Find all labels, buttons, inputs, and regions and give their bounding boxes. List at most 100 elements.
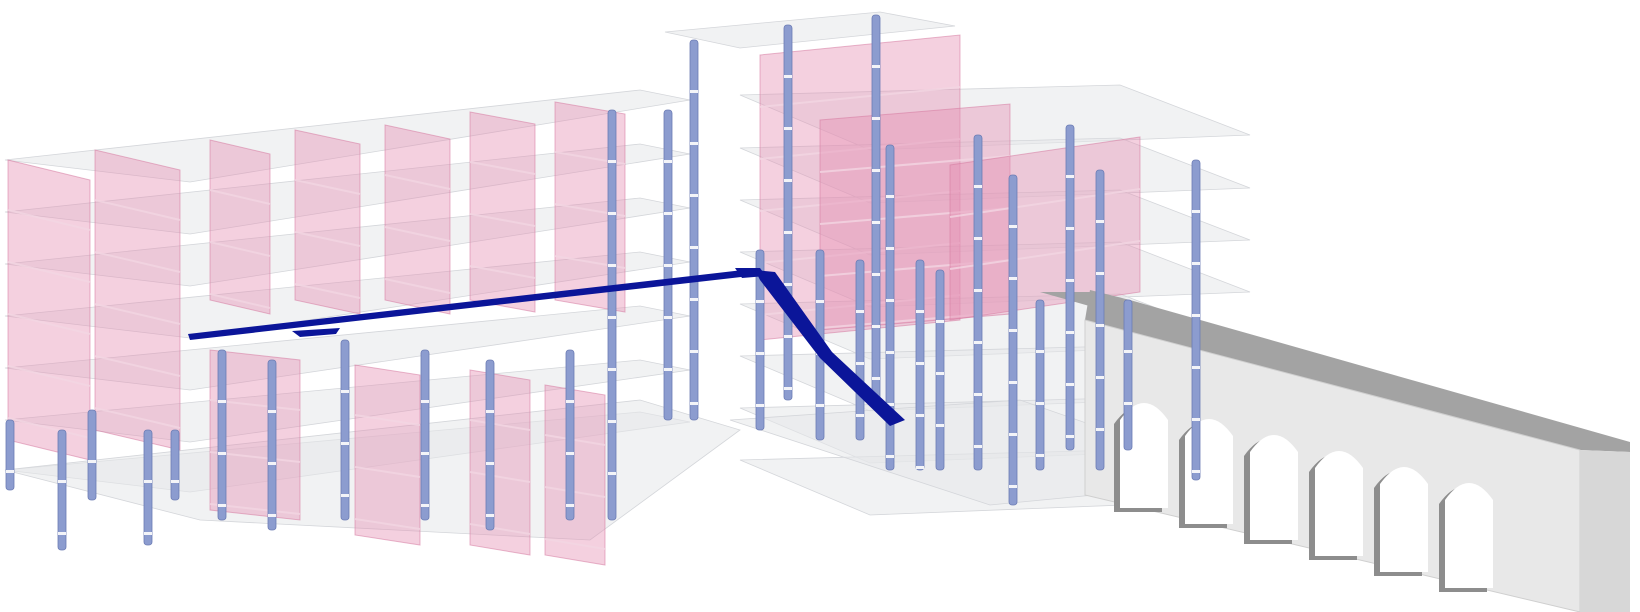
column-joint bbox=[856, 414, 864, 417]
wall-floor-line bbox=[469, 419, 531, 431]
column-joint bbox=[1096, 220, 1104, 223]
column-joint bbox=[974, 393, 982, 396]
column-joint bbox=[974, 445, 982, 448]
column bbox=[1191, 159, 1201, 481]
wall-floor-line bbox=[7, 261, 91, 283]
column-joint bbox=[872, 325, 880, 328]
column-joint bbox=[218, 504, 226, 507]
wall-floor-line bbox=[94, 355, 181, 377]
wall-floor-line bbox=[7, 417, 91, 439]
column bbox=[87, 409, 97, 501]
column bbox=[143, 429, 153, 546]
column-joint bbox=[218, 452, 226, 455]
column-joint bbox=[1036, 402, 1044, 405]
shear-wall bbox=[469, 369, 531, 556]
column-joint bbox=[608, 420, 616, 423]
column bbox=[340, 339, 350, 521]
column-joint bbox=[856, 362, 864, 365]
shear-wall bbox=[209, 139, 271, 315]
column-joint bbox=[58, 480, 66, 483]
column-joint bbox=[144, 532, 152, 535]
column-joint bbox=[756, 300, 764, 303]
column-joint bbox=[268, 410, 276, 413]
column-joint bbox=[608, 368, 616, 371]
shear-wall bbox=[384, 124, 451, 315]
column-joint bbox=[566, 452, 574, 455]
wall-floor-line bbox=[7, 313, 91, 335]
column-joint bbox=[1096, 428, 1104, 431]
column-joint bbox=[268, 514, 276, 517]
column-joint bbox=[171, 480, 179, 483]
column bbox=[1008, 174, 1018, 506]
column-joint bbox=[1066, 175, 1074, 178]
wall-floor-line bbox=[469, 265, 536, 279]
column bbox=[973, 134, 983, 471]
column-joint bbox=[608, 264, 616, 267]
column bbox=[607, 109, 617, 521]
column-joint bbox=[916, 362, 924, 365]
wall-floor-line bbox=[544, 486, 606, 498]
column-joint bbox=[144, 480, 152, 483]
wall-floor-line bbox=[759, 242, 961, 264]
wall-floor-line bbox=[94, 199, 181, 221]
column-joint bbox=[268, 462, 276, 465]
column-joint bbox=[690, 298, 698, 301]
floor-slab bbox=[739, 84, 1251, 151]
column-joint bbox=[974, 289, 982, 292]
column-joint bbox=[690, 350, 698, 353]
column-joint bbox=[664, 368, 672, 371]
column bbox=[855, 259, 865, 441]
column-joint bbox=[886, 403, 894, 406]
wall-floor-line bbox=[384, 278, 451, 294]
transfer-beams bbox=[188, 268, 905, 426]
column bbox=[267, 359, 277, 531]
column-joint bbox=[916, 466, 924, 469]
column-joint bbox=[784, 283, 792, 286]
column-joint bbox=[1192, 314, 1200, 317]
column-joint bbox=[690, 194, 698, 197]
column-joint bbox=[936, 320, 944, 323]
column-joint bbox=[1009, 381, 1017, 384]
column-joint bbox=[872, 377, 880, 380]
column-joint bbox=[486, 462, 494, 465]
transfer-beam-branch bbox=[292, 328, 340, 337]
column-joint bbox=[690, 402, 698, 405]
column-joint bbox=[690, 142, 698, 145]
column-joint bbox=[886, 299, 894, 302]
column-joint bbox=[1066, 383, 1074, 386]
arch-opening bbox=[1380, 467, 1428, 572]
column-joint bbox=[1009, 225, 1017, 228]
column-joint bbox=[341, 442, 349, 445]
column-joint bbox=[1036, 350, 1044, 353]
column-joint bbox=[664, 212, 672, 215]
column-joint bbox=[886, 455, 894, 458]
wall-floor-line bbox=[354, 414, 421, 426]
column-joint bbox=[872, 169, 880, 172]
transfer-beam-long bbox=[188, 270, 750, 340]
column-joint bbox=[1192, 262, 1200, 265]
column-joint bbox=[886, 351, 894, 354]
column-joint bbox=[886, 247, 894, 250]
wall-floor-line bbox=[7, 365, 91, 387]
wall-floor-line bbox=[759, 190, 961, 212]
column-joint bbox=[421, 452, 429, 455]
transfer-beam-diagonal bbox=[755, 270, 905, 426]
shear-wall bbox=[544, 384, 606, 566]
column-joint bbox=[1066, 435, 1074, 438]
wall-floor-line bbox=[384, 174, 451, 190]
column bbox=[783, 24, 793, 401]
column-joint bbox=[1009, 277, 1017, 280]
column-joint bbox=[856, 310, 864, 313]
wall-floor-line bbox=[759, 138, 961, 160]
column-joint bbox=[664, 264, 672, 267]
column-joint bbox=[566, 400, 574, 403]
column-joint bbox=[486, 514, 494, 517]
wall-floor-line bbox=[469, 161, 536, 175]
wall-floor-line bbox=[544, 434, 606, 446]
column-joint bbox=[1009, 433, 1017, 436]
column bbox=[1035, 299, 1045, 471]
column-joint bbox=[872, 65, 880, 68]
column bbox=[885, 144, 895, 471]
column-joint bbox=[1192, 366, 1200, 369]
column bbox=[485, 359, 495, 531]
